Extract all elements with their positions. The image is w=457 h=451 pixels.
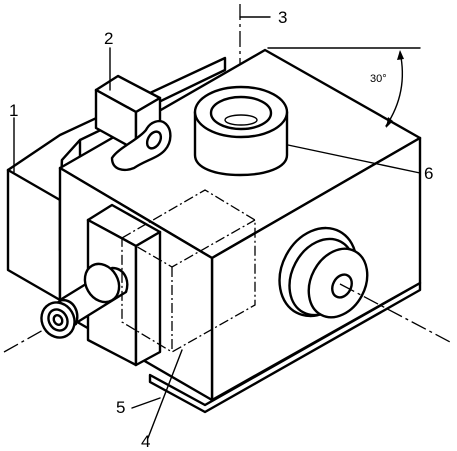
label-2: 2 xyxy=(104,29,113,48)
label-4: 4 xyxy=(141,432,150,451)
front-axis-line xyxy=(3,328,46,353)
label-6: 6 xyxy=(424,164,433,183)
top-bushing xyxy=(193,85,289,177)
leader-4 xyxy=(147,349,183,439)
internal-cube-hidden xyxy=(121,189,256,353)
side-axis-line xyxy=(339,283,453,344)
angle-dimension xyxy=(267,47,421,128)
label-5: 5 xyxy=(116,398,125,417)
base-plate xyxy=(148,281,422,414)
label-1: 1 xyxy=(9,101,18,120)
clamp-piece xyxy=(110,119,172,172)
angle-label: 30° xyxy=(370,73,387,85)
leader-5 xyxy=(131,397,161,409)
front-connector xyxy=(40,262,129,339)
side-bushing xyxy=(278,226,369,319)
label-3: 3 xyxy=(278,8,287,27)
leader-6 xyxy=(287,144,421,174)
